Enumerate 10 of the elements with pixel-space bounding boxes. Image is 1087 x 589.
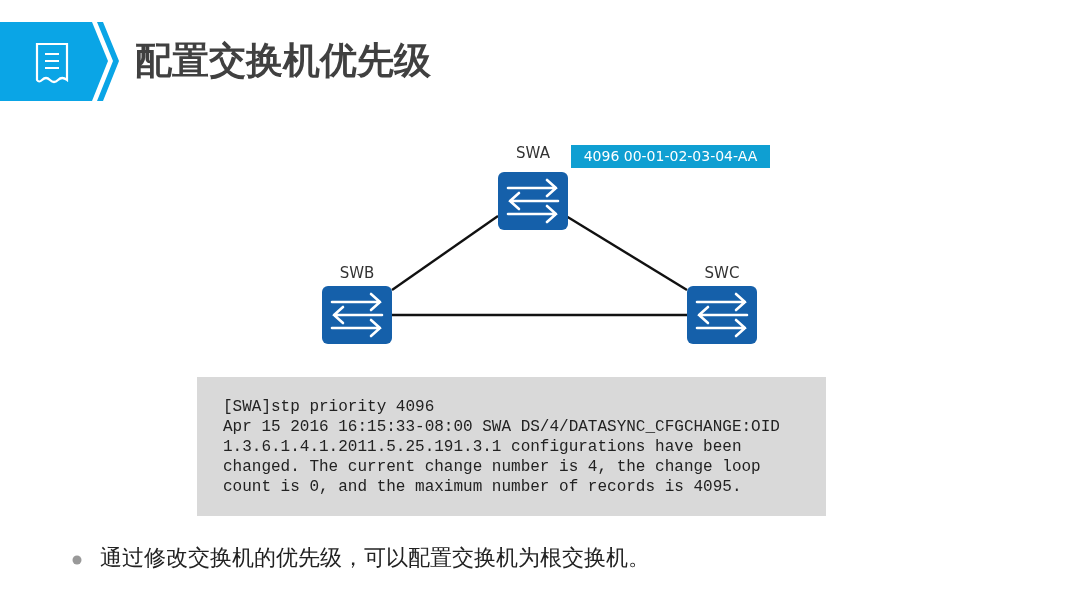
link-line bbox=[391, 215, 499, 291]
command-line: [SWA]stp priority 4096 bbox=[223, 397, 436, 417]
switch-label: SWC bbox=[703, 264, 741, 282]
bullet-text: 通过修改交换机的优先级，可以配置交换机为根交换机。 bbox=[100, 544, 650, 572]
switch-label: SWB bbox=[338, 264, 376, 282]
page-title: 配置交换机优先级 bbox=[135, 38, 431, 84]
log-message: Apr 15 2016 16:15:33-08:00 SWA DS/4/DATASYNC_CFGCHANGE:OID 1.3.6.1.4.1.2011.5.25.191.3.1 configurations have been changed. The current change number is 4, the change loop count is 0, and the maximum number of records is 4095. bbox=[223, 417, 781, 497]
priority-box: 4096 00-01-02-03-04-AA bbox=[571, 145, 770, 168]
switch-label: SWA bbox=[515, 144, 551, 162]
link-line bbox=[392, 313, 687, 317]
